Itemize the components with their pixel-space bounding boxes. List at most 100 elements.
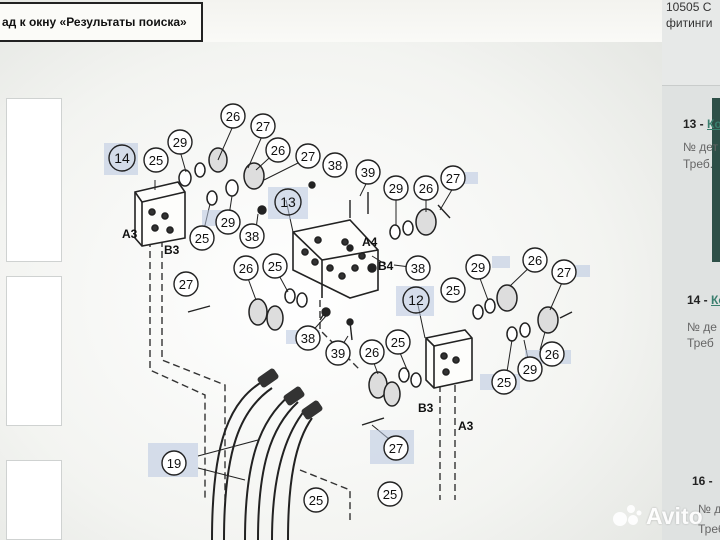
- part-circle-c25g: [303, 487, 329, 513]
- port-label-a3-left: A3: [122, 227, 138, 241]
- parts-card-13-link[interactable]: Ко: [707, 117, 720, 131]
- part-number-c39b: 39: [331, 346, 345, 361]
- part-circle-c25h: [377, 481, 403, 507]
- parts-card-13[interactable]: [6, 98, 62, 262]
- parts-card-16-line-2: Треб: [698, 522, 720, 536]
- part-number-c27d: 27: [179, 277, 193, 292]
- back-link-label: ад к окну «Результаты поиска»: [2, 15, 187, 29]
- parts-card-16-title[interactable]: 16 -: [692, 474, 713, 488]
- avito-logo-icon: [613, 505, 642, 526]
- sidebar-header-line-1: 10505 С: [666, 0, 712, 14]
- parts-card-16[interactable]: [6, 460, 62, 540]
- valve-block-13: [292, 219, 379, 299]
- parts-card-16-line-1: № д: [698, 502, 720, 516]
- part-circle-c27d: [173, 271, 199, 297]
- part-circle-c39a: [355, 159, 381, 185]
- parts-card-14[interactable]: [6, 276, 62, 426]
- part-number-c27f: 27: [389, 441, 403, 456]
- part-circle-c38b: [239, 223, 265, 249]
- part-number-c29e: 29: [523, 362, 537, 377]
- part-number-c38b: 38: [245, 229, 259, 244]
- back-to-search-results-link[interactable]: ад к окну «Результаты поиска»: [0, 2, 203, 42]
- hydraulic-assembly-diagram: 14 13 12 A3 B3 A4 B4 B3 A3 2627292526273…: [104, 103, 590, 540]
- part-number-c38d: 38: [301, 331, 315, 346]
- part-number-c26f: 26: [365, 345, 379, 360]
- part-number-c27e: 27: [557, 265, 571, 280]
- part-number-c38a: 38: [328, 158, 342, 173]
- part-circle-c27b: [295, 143, 321, 169]
- part-circle-c26f: [359, 339, 385, 365]
- part-circle-c27a: [250, 113, 276, 139]
- part-number-c38c: 38: [411, 261, 425, 276]
- valve-blocks: [134, 181, 473, 389]
- hose-route-bottom: [299, 469, 351, 520]
- part-circle-c38c: [405, 255, 431, 281]
- parts-list-sidebar[interactable]: 10505 С фитинги: [662, 0, 720, 540]
- port-label-b3-right: B3: [418, 401, 434, 415]
- part-number-c26g: 26: [545, 347, 559, 362]
- part-circle-c26e: [522, 247, 548, 273]
- block-label-12: 12: [408, 292, 424, 308]
- part-number-c25c: 25: [268, 259, 282, 274]
- part-number-c39a: 39: [361, 165, 375, 180]
- part-number-c19: 19: [167, 456, 181, 471]
- parts-card-13-accent: [712, 98, 720, 262]
- toolbar-strip: [203, 0, 662, 42]
- part-circle-c25a: [143, 147, 169, 173]
- part-number-c26a: 26: [226, 109, 240, 124]
- part-number-c26e: 26: [528, 253, 542, 268]
- part-number-c26d: 26: [239, 261, 253, 276]
- part-number-c27b: 27: [301, 149, 315, 164]
- parts-card-14-link[interactable]: Ко: [711, 293, 720, 307]
- part-number-c25d: 25: [446, 283, 460, 298]
- part-circle-c27f: [383, 435, 409, 461]
- part-circle-c25e: [385, 329, 411, 355]
- part-number-c27c: 27: [446, 171, 460, 186]
- parts-card-13-title[interactable]: 13 - Ко: [683, 117, 720, 131]
- part-circle-c26d: [233, 255, 259, 281]
- block-label-frames: [108, 144, 430, 314]
- part-number-c29d: 29: [471, 260, 485, 275]
- hydraulic-hoses: [211, 379, 313, 540]
- part-circle-c29e: [517, 356, 543, 382]
- part-circle-c26a: [220, 103, 246, 129]
- sidebar-header: 10505 С фитинги: [662, 0, 720, 86]
- part-circle-c26b: [265, 137, 291, 163]
- part-circle-c38d: [295, 325, 321, 351]
- hose-route-b3-left: [161, 240, 226, 500]
- part-circle-c26g: [539, 341, 565, 367]
- part-circle-c25f: [491, 369, 517, 395]
- parts-card-14-line-1: № де: [687, 320, 717, 334]
- part-number-c26b: 26: [271, 143, 285, 158]
- part-number-c25a: 25: [149, 153, 163, 168]
- block-label-13: 13: [280, 194, 296, 210]
- avito-watermark: Avito: [612, 500, 720, 532]
- part-number-c25g: 25: [309, 493, 323, 508]
- parts-card-14-title[interactable]: 14 - Ко: [687, 293, 720, 307]
- parts-diagram-viewer[interactable]: ад к окну «Результаты поиска»: [0, 0, 662, 540]
- part-number-c26c: 26: [419, 181, 433, 196]
- avito-watermark-text: Avito: [646, 502, 703, 529]
- part-circle-c19: [161, 450, 187, 476]
- block-label-14: 14: [114, 150, 130, 166]
- part-circle-c29b: [383, 175, 409, 201]
- part-number-c25e: 25: [391, 335, 405, 350]
- port-label-a3-right: A3: [458, 419, 474, 433]
- part-number-c29a: 29: [173, 135, 187, 150]
- parts-card-13-line-1: № дет: [683, 140, 718, 154]
- parts-card-14-line-2: Треб: [687, 336, 714, 350]
- part-number-c25b: 25: [195, 231, 209, 246]
- bolts: [187, 181, 573, 426]
- port-label-b4: B4: [378, 259, 394, 273]
- port-label-b3-left: B3: [164, 243, 180, 257]
- part-circle-c29d: [465, 254, 491, 280]
- sidebar-header-line-2: фитинги: [666, 16, 713, 30]
- fittings: [178, 147, 559, 407]
- part-number-c27a: 27: [256, 119, 270, 134]
- part-circle-c26c: [413, 175, 439, 201]
- part-number-c29c: 29: [221, 215, 235, 230]
- valve-block-12: [425, 329, 473, 389]
- part-number-c25h: 25: [383, 487, 397, 502]
- part-circle-c38a: [322, 152, 348, 178]
